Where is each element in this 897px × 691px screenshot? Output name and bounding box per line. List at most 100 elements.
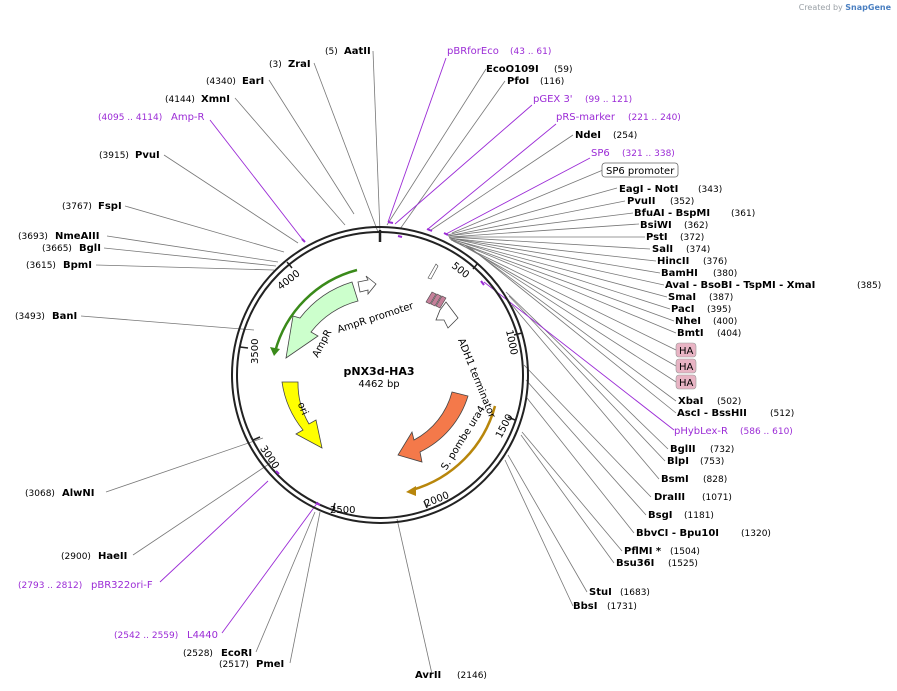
site-coord: (753): [700, 457, 724, 467]
site-coord: (116): [540, 77, 564, 87]
site-name: BmtI: [677, 328, 704, 339]
left-sites: (5) AatII (3) ZraI (4340) EarI (4144) Xm…: [15, 46, 487, 681]
primer-name: pHybLex-R: [674, 426, 728, 437]
primer-labels: pBRforEco (43 .. 61) pGEX 3' (99 .. 121)…: [18, 46, 793, 641]
site-coord: (3615): [26, 261, 56, 271]
site-name: BlpI: [667, 456, 689, 467]
site-name: HaeII: [98, 551, 127, 562]
primer-name: L4440: [187, 630, 218, 641]
site-name: BglII: [670, 444, 696, 455]
site-name: BsmI: [661, 474, 689, 485]
primer-name: pGEX 3': [533, 94, 573, 105]
tick-label: 3000: [257, 444, 280, 471]
plasmid-name: pNX3d-HA3: [343, 365, 414, 378]
site-coord: (4340): [206, 77, 236, 87]
site-name: BamHI: [661, 268, 698, 279]
site-coord: (374): [686, 245, 710, 255]
site-coord: (2146): [457, 671, 487, 681]
site-name: AlwNI: [62, 488, 95, 499]
site-name: EcoRI: [221, 648, 252, 659]
site-name: PfoI: [507, 76, 529, 87]
feature-label-ori: ori: [295, 401, 310, 417]
site-coord: (372): [680, 233, 704, 243]
site-coord: (404): [717, 329, 741, 339]
primer-range: (43 .. 61): [510, 47, 551, 57]
site-name: PstI: [646, 232, 668, 243]
site-coord: (512): [770, 409, 794, 419]
primer-range: (586 .. 610): [740, 427, 793, 437]
ampr-feature: [285, 281, 359, 359]
primer-name: pRS-marker: [556, 112, 616, 123]
site-name: XmnI: [201, 94, 230, 105]
site-coord: (5): [325, 47, 338, 57]
sp6-promoter-mark: [427, 263, 439, 280]
ura4-arc: [411, 405, 497, 492]
sp6-promoter-label: SP6 promoter: [606, 166, 675, 177]
tick-label: 2500: [330, 505, 355, 516]
site-coord: (387): [709, 293, 733, 303]
primer-range: (99 .. 121): [585, 95, 632, 105]
site-name: StuI: [589, 587, 612, 598]
site-name: PmeI: [256, 659, 284, 670]
site-coord: (380): [713, 269, 737, 279]
credit-brand: SnapGene: [845, 3, 891, 12]
primer-range: (221 .. 240): [628, 113, 681, 123]
ha-label: HA: [679, 378, 694, 389]
site-coord: (3767): [62, 202, 92, 212]
credit: Created by SnapGene: [799, 3, 891, 12]
site-name: Bsu36I: [616, 558, 654, 569]
site-name: BanI: [52, 311, 77, 322]
site-coord: (395): [707, 305, 731, 315]
site-coord: (3665): [42, 244, 72, 254]
site-coord: (385): [857, 281, 881, 291]
site-coord: (2528): [183, 649, 213, 659]
ha-tags: [425, 291, 447, 309]
site-coord: (1731): [607, 602, 637, 612]
site-name: BfuAI - BspMI: [634, 208, 710, 219]
primer-marks: [275, 221, 485, 506]
site-coord: (59): [554, 65, 572, 75]
site-coord: (352): [670, 197, 694, 207]
site-coord: (1181): [684, 511, 714, 521]
site-name: AatII: [344, 46, 371, 57]
site-coord: (1071): [702, 493, 732, 503]
backbone: [231, 226, 529, 524]
tick-label: 3500: [250, 339, 261, 364]
site-coord: (1525): [668, 559, 698, 569]
site-coord: (376): [703, 257, 727, 267]
primer-range: (4095 .. 4114): [98, 113, 162, 123]
adh1-terminator-feature: [435, 301, 459, 329]
site-coord: (732): [710, 445, 734, 455]
site-name: BpmI: [63, 260, 92, 271]
site-name: AvrII: [415, 670, 441, 681]
primer-name: pBR322ori-F: [91, 580, 153, 591]
right-sites: EcoO109I (59) PfoI (116) NdeI (254) EagI…: [486, 64, 881, 612]
site-name: ZraI: [288, 59, 311, 70]
ha-label: HA: [679, 346, 694, 357]
site-name: EcoO109I: [486, 64, 539, 75]
site-coord: (3): [269, 60, 282, 70]
site-name: PacI: [671, 304, 694, 315]
site-name: SmaI: [668, 292, 696, 303]
site-coord: (400): [713, 317, 737, 327]
site-name: NdeI: [575, 130, 601, 141]
site-coord: (362): [684, 221, 708, 231]
credit-prefix: Created by: [798, 3, 843, 12]
site-name: SalI: [652, 244, 673, 255]
site-name: DraIII: [654, 492, 685, 503]
site-coord: (3068): [25, 489, 55, 499]
site-name: XbaI: [678, 396, 703, 407]
site-name: BsiWI: [640, 220, 672, 231]
feature-label-ampr-promoter: AmpR promoter: [336, 300, 416, 335]
site-coord: (254): [613, 131, 637, 141]
primer-range: (321 .. 338): [622, 149, 675, 159]
primer-range: (2542 .. 2559): [114, 631, 178, 641]
site-coord: (3915): [99, 151, 129, 161]
site-coord: (343): [698, 185, 722, 195]
site-name: PflMI *: [624, 546, 662, 557]
site-name: AscI - BssHII: [677, 408, 747, 419]
tick-marks: [239, 261, 523, 511]
features: [270, 263, 497, 496]
site-name: PvuI: [135, 150, 160, 161]
